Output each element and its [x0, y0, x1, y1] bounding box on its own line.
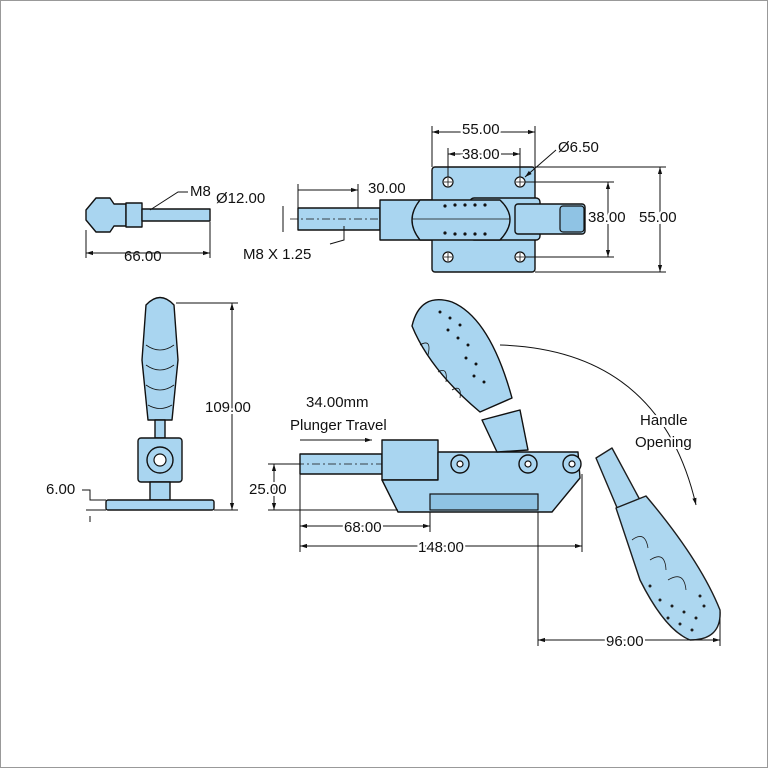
base-thickness-dim: 6.00	[46, 481, 75, 498]
handle-open	[595, 447, 721, 641]
bolt-length-dim: 66.00	[124, 248, 162, 265]
plunger-diameter-dim: Ø12.00	[216, 190, 265, 207]
bolt-thread-label: M8	[190, 183, 211, 200]
bolt-view: M8 66.00	[85, 183, 211, 265]
travel-value: 34.00mm	[306, 394, 369, 411]
base-width-dim: 55.00	[462, 121, 500, 138]
end-height-dim: 109.00	[205, 399, 251, 416]
hole-spacing-y-dim: 38.00	[588, 209, 626, 226]
end-view: 109.00 6.00	[46, 296, 253, 522]
handle-reach-dim: 96.00	[606, 633, 644, 650]
hole-diameter-dim: Ø6.50	[558, 139, 599, 156]
plunger-height-dim: 25.00	[249, 481, 287, 498]
base-height-dim: 55.00	[639, 209, 677, 226]
overall-length-dim: 148.00	[418, 539, 464, 556]
travel-label: Plunger Travel	[290, 417, 387, 434]
top-view: 30.00 Ø12.00 M8 X 1.25 55.00 38.00 Ø6.50…	[216, 119, 679, 273]
handle-label-2: Opening	[635, 434, 692, 451]
plunger-to-base-dim: 68.00	[344, 519, 382, 536]
handle-label-1: Handle	[640, 412, 688, 429]
handle-dots-top	[443, 203, 487, 236]
hole-spacing-x-dim: 38.00	[462, 146, 500, 163]
thread-spec-label: M8 X 1.25	[243, 246, 311, 263]
handle-closed	[411, 299, 529, 453]
side-view: Handle Opening 34.00mm Plunger Travel 25…	[247, 299, 721, 652]
thread-length-dim: 30.00	[368, 180, 406, 197]
